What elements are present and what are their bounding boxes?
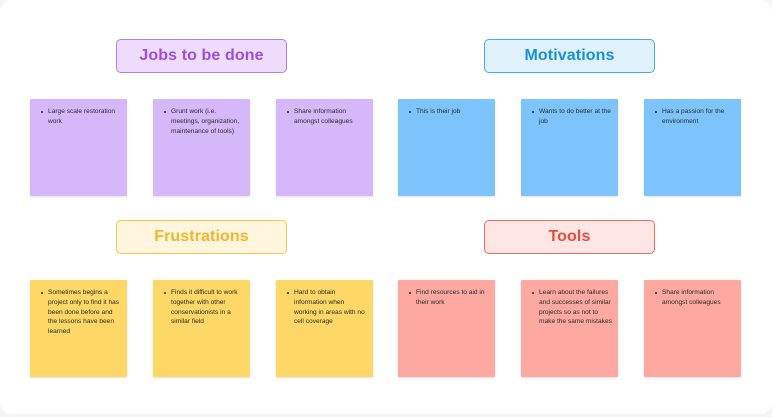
note-text: Wants to do better at the job <box>532 108 611 125</box>
sticky-note-tools-2[interactable]: Learn about the failures and successes o… <box>521 280 618 377</box>
sticky-note-frustrations-2[interactable]: Finds it difficult to work together with… <box>153 280 250 377</box>
note-text: Learn about the failures and successes o… <box>532 289 612 326</box>
note-text: Large scale restoration work <box>41 107 121 127</box>
note-text: Share information amongst colleagues <box>655 288 735 308</box>
section-title-jobs-to-be-done[interactable]: Jobs to be done <box>116 39 287 73</box>
section-title-frustrations[interactable]: Frustrations <box>116 220 287 254</box>
sticky-note-jobs-3[interactable]: Share information amongst colleagues <box>276 99 373 196</box>
sticky-note-tools-1[interactable]: Find resources to aid in their work <box>398 280 495 377</box>
section-title-tools[interactable]: Tools <box>484 220 655 254</box>
note-text: Find resources to aid in their work <box>409 288 489 308</box>
section-title-motivations[interactable]: Motivations <box>484 39 655 73</box>
note-text: This is their job <box>409 107 489 117</box>
sticky-note-jobs-1[interactable]: Large scale restoration work <box>30 99 127 196</box>
sticky-note-tools-3[interactable]: Share information amongst colleagues <box>644 280 741 377</box>
sticky-note-motivations-2[interactable]: Wants to do better at the job <box>521 99 618 196</box>
note-text: Has a passion for the environment <box>655 107 735 127</box>
sticky-note-motivations-1[interactable]: This is their job <box>398 99 495 196</box>
sticky-note-frustrations-1[interactable]: Sometimes begins a project only to find … <box>30 280 127 377</box>
note-text: Share information amongst colleagues <box>287 107 367 127</box>
note-text: Grunt work (i.e. meetings, organization,… <box>164 107 244 136</box>
sticky-note-jobs-2[interactable]: Grunt work (i.e. meetings, organization,… <box>153 99 250 196</box>
sticky-note-frustrations-3[interactable]: Hard to obtain information when working … <box>276 280 373 377</box>
sticky-note-motivations-3[interactable]: Has a passion for the environment <box>644 99 741 196</box>
note-text: Sometimes begins a project only to find … <box>41 289 120 336</box>
note-text: Finds it difficult to work together with… <box>164 288 244 327</box>
note-text: Hard to obtain information when working … <box>287 288 367 327</box>
